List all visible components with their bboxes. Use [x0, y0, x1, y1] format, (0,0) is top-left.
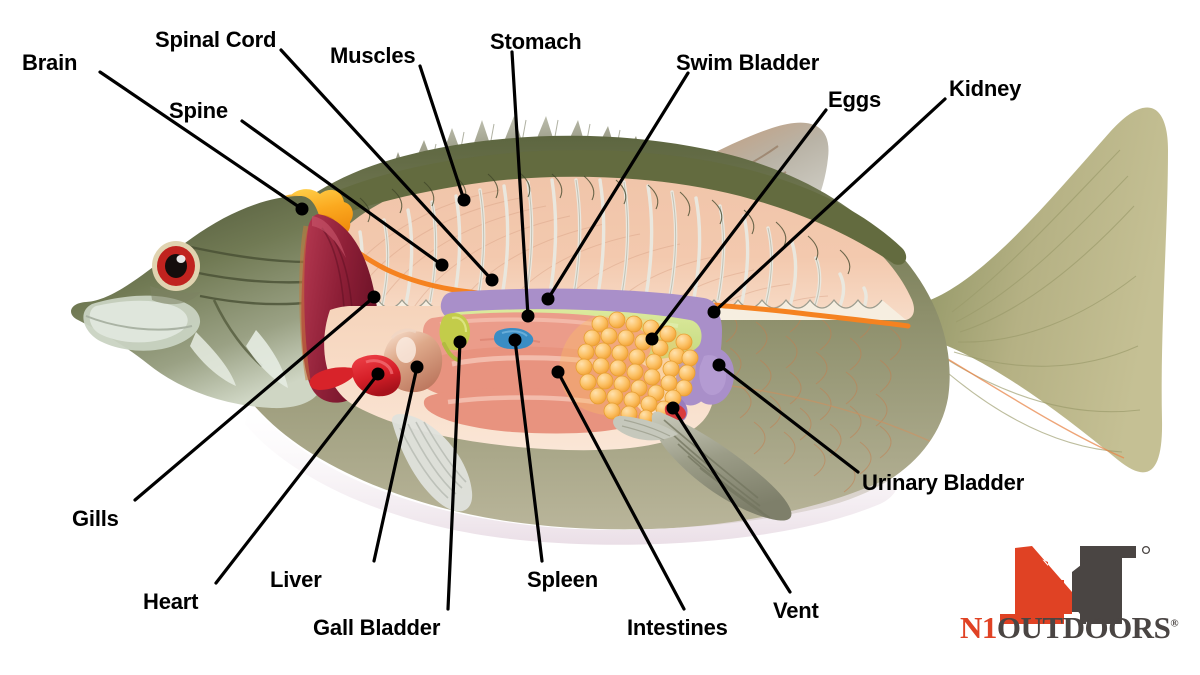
label-brain: Brain [22, 50, 78, 75]
label-eggs: Eggs [828, 87, 881, 112]
leader-kidney [712, 97, 947, 314]
leader-heart [214, 372, 380, 585]
label-heart: Heart [143, 589, 199, 614]
label-spleen: Spleen [527, 567, 598, 592]
eggs-organ [559, 311, 699, 425]
callout-dot-spine [435, 258, 449, 272]
label-liver: Liver [270, 567, 322, 592]
label-spinal-cord: Spinal Cord [155, 27, 277, 52]
label-stomach: Stomach [490, 29, 582, 54]
label-muscles: Muscles [330, 43, 416, 68]
callout-dot-muscles [457, 193, 471, 207]
callout-dot-brain [295, 202, 309, 216]
label-urinary-bladder: Urinary Bladder [862, 470, 1025, 495]
label-intestines: Intestines [627, 615, 728, 640]
callout-dot-eggs [645, 332, 659, 346]
label-gall-bladder: Gall Bladder [313, 615, 441, 640]
leader-gall-bladder [446, 340, 462, 611]
callout-dot-spleen [508, 333, 522, 347]
callout-dot-heart [371, 367, 385, 381]
callout-dot-liver [410, 360, 424, 374]
wordmark-prefix: N1 [960, 610, 997, 645]
leader-intestines [556, 370, 686, 611]
registered-mark: ® [1170, 617, 1179, 630]
callout-dot-spinal-cord [485, 273, 499, 287]
callout-dot-swim-bladder [541, 292, 555, 306]
leader-eggs [650, 108, 828, 341]
leader-spinal-cord [279, 48, 494, 282]
leader-brain [98, 70, 304, 211]
leader-liver [372, 365, 419, 563]
leader-stomach [510, 50, 530, 318]
leader-dots [295, 193, 726, 415]
label-spine: Spine [169, 98, 228, 123]
callout-dot-gall-bladder [453, 335, 467, 349]
leader-urinary-bladder [717, 363, 860, 474]
callout-dot-stomach [521, 309, 535, 323]
label-gills: Gills [72, 506, 119, 531]
fish-head [71, 196, 329, 409]
eye [152, 241, 200, 291]
label-kidney: Kidney [949, 76, 1022, 101]
n1-mark-icon [1000, 545, 1151, 624]
leader-swim-bladder [546, 71, 690, 301]
wordmark-suffix: OUTDOORS [996, 610, 1171, 645]
label-swim-bladder: Swim Bladder [676, 50, 820, 75]
leader-vent [671, 406, 792, 594]
callout-dot-kidney [707, 305, 721, 319]
n1outdoors-logo: N1OUTDOORS® [960, 528, 1179, 646]
callout-dot-urinary-bladder [712, 358, 726, 372]
leader-muscles [418, 64, 466, 202]
spine-organ [289, 150, 907, 275]
callout-dot-intestines [551, 365, 565, 379]
leader-spine [240, 119, 444, 267]
leader-gills [133, 295, 376, 502]
n1outdoors-wordmark: N1OUTDOORS® [960, 610, 1179, 646]
label-vent: Vent [773, 598, 819, 623]
leader-spleen [513, 338, 544, 563]
caudal-fin [930, 107, 1168, 473]
leader-lines [98, 48, 947, 611]
callout-dot-vent [666, 401, 680, 415]
callout-dot-gills [367, 290, 381, 304]
